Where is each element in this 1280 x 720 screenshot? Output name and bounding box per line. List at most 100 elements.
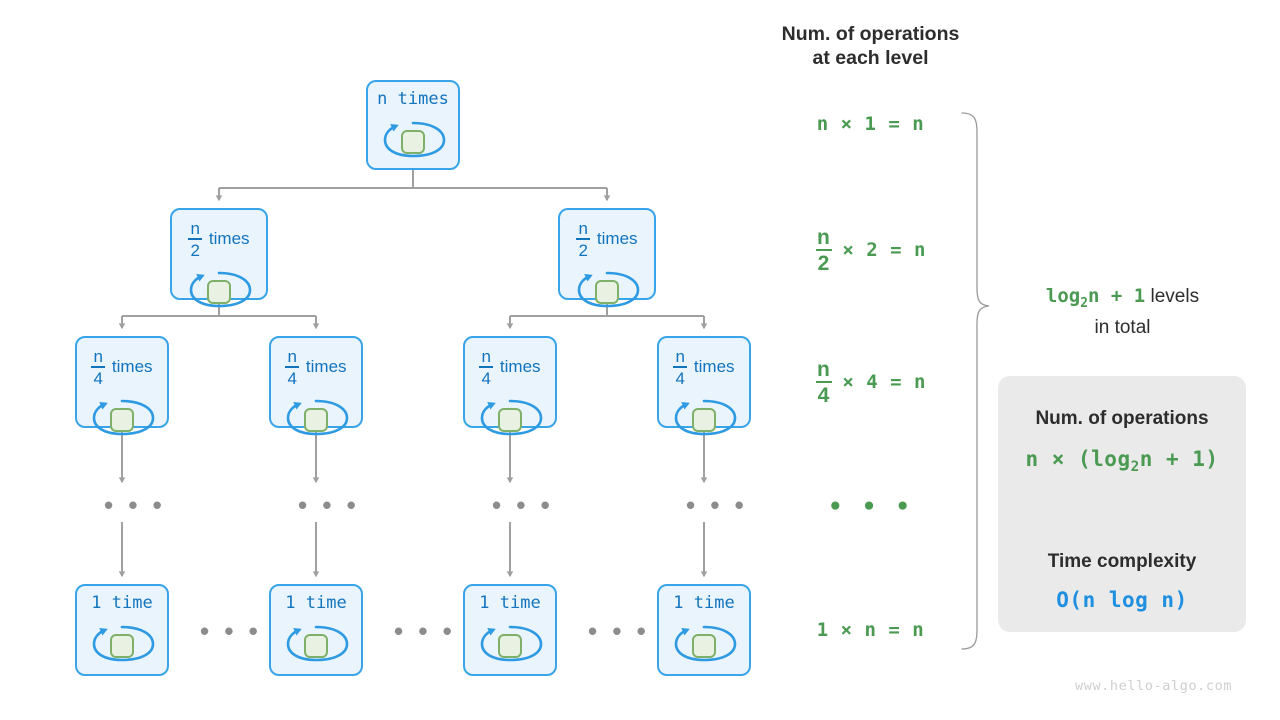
levels-total-caption: log2n + 1 levels in total xyxy=(1000,283,1245,341)
fraction: n 4 xyxy=(91,347,105,387)
tree-node-l2-a: n 2 times xyxy=(170,208,268,308)
complexity-panel-value: O(n log n) xyxy=(1056,588,1188,613)
self-loop-icon xyxy=(667,392,741,438)
node-label: n 4 times xyxy=(91,347,153,387)
node-label: n 4 times xyxy=(285,347,347,387)
level2-to-level3-connectors xyxy=(118,300,708,330)
complexity-panel-title: Time complexity xyxy=(1047,551,1197,573)
node-label-text: times xyxy=(596,229,638,248)
level-operations-row-ellipsis: • • • xyxy=(748,495,993,519)
self-loop-icon xyxy=(279,618,353,664)
fraction-numerator: n xyxy=(675,347,685,366)
tree-node-l3-d: n 4 times xyxy=(657,336,751,436)
fraction: n 4 xyxy=(479,347,493,387)
tree-node-l2-b: n 2 times xyxy=(558,208,656,308)
fraction: n 2 xyxy=(188,219,202,259)
self-loop-icon xyxy=(279,392,353,438)
tree-ellipsis-horizontal: • • • xyxy=(588,616,650,646)
node-label-text: times xyxy=(499,357,541,376)
tree-node-l3-c: n 4 times xyxy=(463,336,557,436)
level-operations-row-2: n 2 × 2 = n xyxy=(748,226,993,274)
tree-ellipsis-vertical: • • • xyxy=(104,490,166,520)
node-label: n times xyxy=(377,91,449,108)
node-label: n 4 times xyxy=(479,347,541,387)
fraction: n 2 xyxy=(576,220,590,259)
fraction-denominator: 4 xyxy=(815,380,832,406)
self-loop-icon xyxy=(473,618,547,664)
fraction-denominator: 4 xyxy=(285,366,299,387)
tree-node-l4-c: 1 time xyxy=(463,584,557,676)
levels-formula: log2n + 1 xyxy=(1046,285,1146,311)
node-label-text: times xyxy=(111,357,153,376)
site-watermark: www.hello-algo.com xyxy=(1075,678,1233,694)
node-label-text: times xyxy=(305,357,347,376)
tree-ellipsis-vertical: • • • xyxy=(298,490,360,520)
tree-node-l3-a: n 4 times xyxy=(75,336,169,436)
tree-node-l4-b: 1 time xyxy=(269,584,363,676)
tree-node-l3-b: n 4 times xyxy=(269,336,363,436)
fraction-numerator: n xyxy=(190,219,200,238)
fraction-denominator: 4 xyxy=(479,366,493,387)
operations-heading: Num. of operations at each level xyxy=(781,23,960,70)
operations-panel-formula: n × (log2n + 1) xyxy=(1025,447,1218,475)
fraction: n 4 xyxy=(673,347,687,387)
fraction: n 4 xyxy=(285,347,299,387)
levels-brace xyxy=(961,112,990,650)
fraction-numerator: n xyxy=(287,347,297,366)
operations-formula-head: n × (log xyxy=(1025,447,1131,471)
node-label-text: times xyxy=(208,229,250,248)
fraction: n 4 xyxy=(815,359,832,406)
tree-ellipsis-vertical: • • • xyxy=(686,490,748,520)
fraction-numerator: n xyxy=(93,347,103,366)
level3-to-ellipsis-arrows xyxy=(118,428,708,484)
tree-node-l4-d: 1 time xyxy=(657,584,751,676)
node-label-text: 1 time xyxy=(673,593,735,613)
level-operations-row-1: n × 1 = n xyxy=(748,112,993,136)
summary-panel: Num. of operations n × (log2n + 1) Time … xyxy=(998,376,1246,632)
self-loop-icon xyxy=(182,264,256,310)
self-loop-icon xyxy=(570,264,644,310)
levels-second-line: in total xyxy=(1094,316,1151,338)
levels-formula-subscript: 2 xyxy=(1080,295,1089,311)
node-label: 1 time xyxy=(91,595,152,612)
node-label-text: times xyxy=(693,357,735,376)
node-label-text: 1 time xyxy=(285,593,347,613)
level-operations-row-3: n 4 × 4 = n xyxy=(748,358,993,406)
self-loop-icon xyxy=(85,392,159,438)
formula-text: 1 × n = n xyxy=(816,618,925,641)
formula-text: × 2 = n xyxy=(842,238,926,261)
levels-formula-tail: n + 1 xyxy=(1088,285,1146,307)
formula-text: × 4 = n xyxy=(842,370,926,393)
tree-node-l4-a: 1 time xyxy=(75,584,169,676)
node-label: n 4 times xyxy=(673,347,735,387)
fraction-numerator: n xyxy=(817,225,831,249)
tree-node-root: n times xyxy=(366,80,460,170)
operations-formula-subscript: 2 xyxy=(1130,459,1140,476)
fraction-denominator: 2 xyxy=(188,238,202,259)
fraction-denominator: 4 xyxy=(91,366,105,387)
self-loop-icon xyxy=(376,114,450,160)
tree-ellipsis-horizontal: • • • xyxy=(200,616,262,646)
node-label: n 2 times xyxy=(188,219,250,259)
fraction-denominator: 2 xyxy=(576,238,590,259)
tree-ellipsis-horizontal: • • • xyxy=(394,616,456,646)
operations-panel-title: Num. of operations xyxy=(1035,408,1209,429)
self-loop-icon xyxy=(85,618,159,664)
ellipsis-to-level4-arrows xyxy=(118,522,708,578)
fraction-numerator: n xyxy=(481,347,491,366)
node-label: n 2 times xyxy=(576,219,638,259)
formula-text: • • • xyxy=(828,493,913,520)
fraction: n 2 xyxy=(815,227,832,274)
fraction-numerator: n xyxy=(817,357,831,381)
fraction-denominator: 4 xyxy=(673,366,687,387)
self-loop-icon xyxy=(473,392,547,438)
levels-suffix: levels xyxy=(1145,286,1200,307)
self-loop-icon xyxy=(667,618,741,664)
node-label-text: n times xyxy=(377,89,449,109)
node-label-text: 1 time xyxy=(479,593,541,613)
node-label: 1 time xyxy=(673,595,734,612)
operations-formula-tail: n + 1) xyxy=(1139,447,1219,471)
node-label: 1 time xyxy=(285,595,346,612)
level1-to-level2-connectors xyxy=(215,170,611,202)
